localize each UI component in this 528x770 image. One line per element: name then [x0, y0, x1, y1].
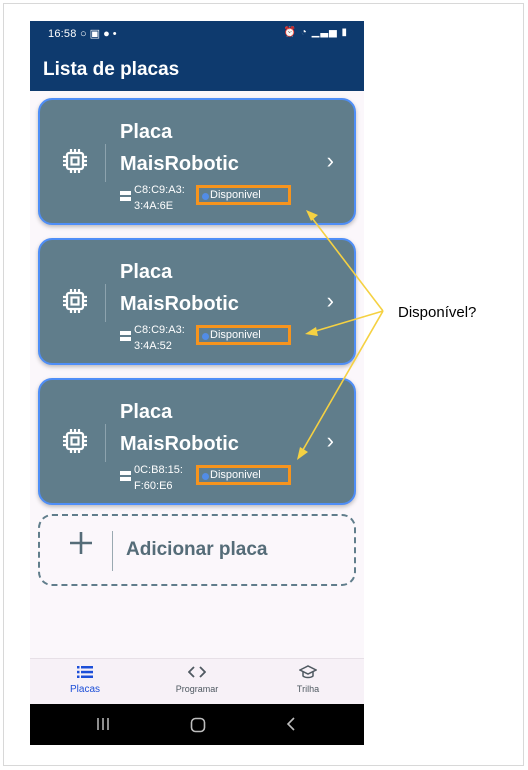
nav-placas[interactable]: Placas — [40, 665, 130, 695]
arrow-line — [299, 310, 384, 456]
chip-icon — [63, 289, 87, 313]
home-icon[interactable] — [190, 717, 206, 733]
storage-icon — [120, 191, 131, 201]
gallery-icon: ▣ — [89, 28, 104, 40]
page-title: Lista de placas — [43, 59, 180, 80]
status-text: Disponivel — [210, 329, 261, 341]
phone-screen: 16:58 ○▣●• ⏰ ◔ ▁▃▅ ▮ Lista de placas Pla… — [30, 21, 364, 745]
board-card[interactable]: Placa MaisRobotic › C8:C9:A3: 3:4A:52 Di… — [38, 238, 356, 365]
back-icon[interactable] — [286, 717, 296, 731]
arrow-line — [308, 213, 384, 312]
arrow-line — [308, 310, 384, 334]
add-divider — [112, 531, 113, 571]
wifi-icon: ◔ — [300, 27, 308, 38]
card-divider — [105, 284, 106, 322]
chip-icon — [63, 149, 87, 173]
status-badge: Disponivel — [196, 465, 291, 485]
arrow-head — [306, 210, 318, 221]
board-card[interactable]: Placa MaisRobotic › C8:C9:A3: 3:4A:6E Di… — [38, 98, 356, 225]
arrow-head — [297, 447, 308, 460]
chip-icon — [63, 429, 87, 453]
graduation-cap-icon — [299, 665, 317, 679]
recent-apps-icon[interactable] — [96, 717, 110, 731]
nav-label: Programar — [175, 684, 219, 694]
app-bar: Lista de placas — [30, 47, 364, 91]
system-nav-bar — [30, 704, 364, 745]
signal-icon: ▁▃▅ — [311, 27, 338, 38]
board-name: Placa MaisRobotic — [120, 261, 239, 315]
plus-icon — [70, 532, 92, 554]
nav-programar[interactable]: Programar — [152, 665, 242, 694]
chevron-right-icon[interactable]: › — [326, 148, 334, 173]
board-mac: C8:C9:A3: 3:4A:52 — [134, 324, 185, 352]
storage-icon — [120, 471, 131, 481]
board-card[interactable]: Placa MaisRobotic › 0C:B8:15: F:60:E6 Di… — [38, 378, 356, 505]
card-divider — [105, 144, 106, 182]
status-time: 16:58 — [48, 28, 77, 40]
status-right-icons: ⏰ ◔ ▁▃▅ ▮ — [284, 27, 348, 38]
status-bar: 16:58 ○▣●• ⏰ ◔ ▁▃▅ ▮ — [30, 21, 364, 47]
nav-trilha[interactable]: Trilha — [263, 665, 353, 694]
nav-label: Trilha — [296, 684, 320, 694]
storage-icon — [120, 331, 131, 341]
add-board-button[interactable]: Adicionar placa — [38, 514, 356, 586]
board-mac: C8:C9:A3: 3:4A:6E — [134, 184, 185, 212]
whatsapp-icon: ○ — [80, 28, 90, 40]
chevron-right-icon[interactable]: › — [326, 428, 334, 453]
add-board-label: Adicionar placa — [126, 539, 268, 560]
status-badge: Disponivel — [196, 325, 291, 345]
status-left-icons: ○▣●• — [80, 27, 120, 40]
battery-icon: ▮ — [341, 27, 348, 38]
board-name: Placa MaisRobotic — [120, 121, 239, 175]
status-badge: Disponivel — [196, 185, 291, 205]
bluetooth-icon — [202, 473, 209, 480]
status-text: Disponivel — [210, 189, 261, 201]
board-mac: 0C:B8:15: F:60:E6 — [134, 464, 183, 492]
bluetooth-icon — [202, 193, 209, 200]
account-icon: ● — [103, 28, 113, 40]
nav-label: Placas — [69, 684, 100, 695]
annotation-label: Disponível? — [398, 304, 477, 321]
bluetooth-icon — [202, 333, 209, 340]
dot-icon: • — [112, 28, 120, 40]
code-icon — [188, 666, 206, 678]
alarm-icon: ⏰ — [283, 27, 298, 38]
screenshot-frame — [3, 3, 524, 766]
board-name: Placa MaisRobotic — [120, 401, 239, 455]
status-text: Disponivel — [210, 469, 261, 481]
chevron-right-icon[interactable]: › — [326, 288, 334, 313]
bottom-nav: Placas Programar Trilha — [30, 658, 364, 704]
card-divider — [105, 424, 106, 462]
arrow-head — [305, 327, 318, 336]
list-icon — [77, 666, 93, 678]
